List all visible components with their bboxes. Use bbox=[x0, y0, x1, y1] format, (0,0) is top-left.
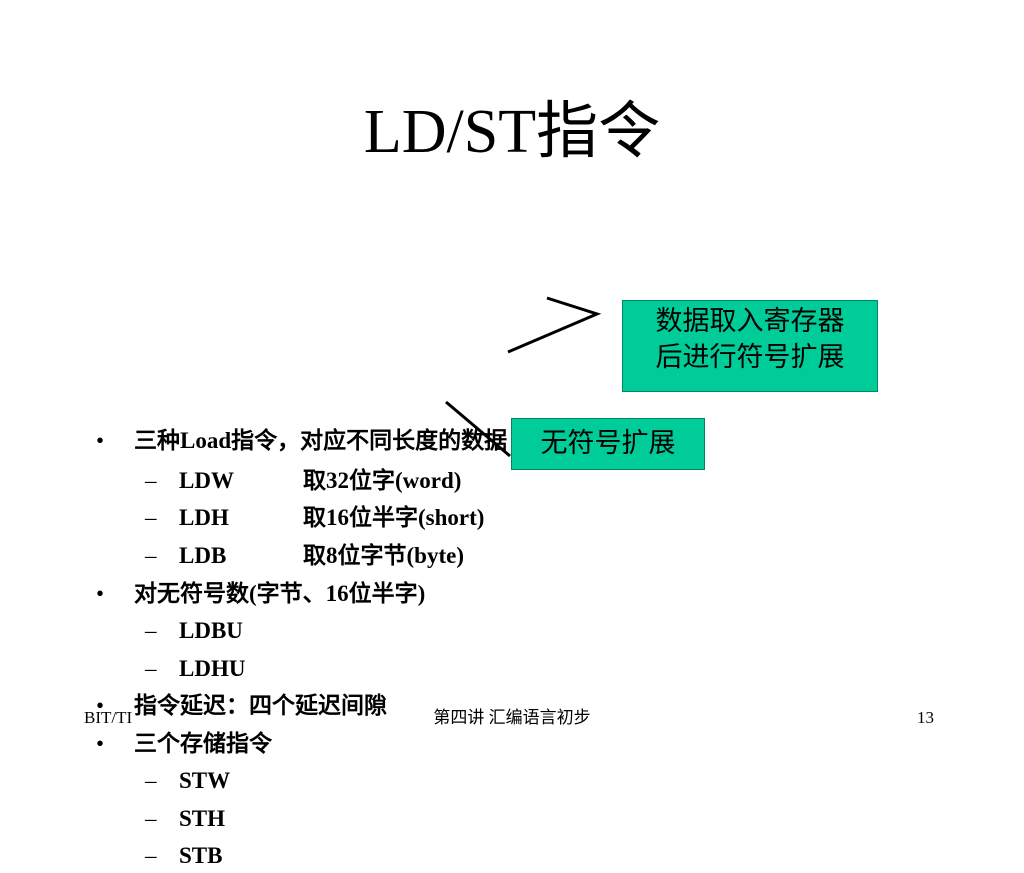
instruction-code: LDBU bbox=[179, 618, 243, 643]
bullet-marker: • bbox=[96, 581, 105, 606]
sub-item-ldb: –LDB 取8位字节(byte) bbox=[145, 539, 464, 573]
footer-center-text: 第四讲 汇编语言初步 bbox=[433, 708, 591, 727]
bullet-marker: • bbox=[96, 428, 105, 453]
instruction-code: STH bbox=[179, 806, 226, 831]
callout-line: 后进行符号扩展 bbox=[655, 342, 845, 372]
sub-item-stb: –STB bbox=[145, 839, 222, 873]
dash-marker: – bbox=[145, 768, 157, 793]
dash-marker: – bbox=[145, 468, 157, 493]
instruction-code: LDB bbox=[179, 543, 227, 568]
dash-marker: – bbox=[145, 543, 157, 568]
bullet-marker: • bbox=[96, 731, 105, 756]
instruction-desc: 取8位字节(byte) bbox=[303, 543, 464, 568]
bullet-text: 三个存储指令 bbox=[134, 731, 272, 756]
instruction-desc: 取16位半字(short) bbox=[303, 505, 485, 530]
sub-item-ldbu: –LDBU bbox=[145, 614, 243, 648]
connector-lines bbox=[445, 296, 602, 458]
bullet-text: 对无符号数(字节、16位半字) bbox=[134, 581, 426, 606]
dash-marker: – bbox=[145, 656, 157, 681]
bullet-item: • 指令延迟：四个延迟间隙 bbox=[96, 689, 387, 723]
sub-item-ldhu: –LDHU bbox=[145, 652, 245, 686]
callout-zero-extension: 无符号扩展 bbox=[511, 418, 705, 470]
bullet-marker: • bbox=[96, 693, 105, 718]
bullet-item: • 对无符号数(字节、16位半字) bbox=[96, 577, 425, 611]
instruction-desc: 取32位字(word) bbox=[303, 468, 462, 493]
dash-marker: – bbox=[145, 843, 157, 868]
page-number: 13 bbox=[917, 708, 934, 727]
dash-marker: – bbox=[145, 806, 157, 831]
callout-line: 数据取入寄存器 bbox=[655, 306, 845, 336]
dash-marker: – bbox=[145, 618, 157, 643]
instruction-code: LDH bbox=[179, 505, 229, 530]
sub-item-ldh: –LDH 取16位半字(short) bbox=[145, 501, 484, 535]
instruction-code: LDW bbox=[179, 468, 234, 493]
instruction-code: STW bbox=[179, 768, 231, 793]
instruction-code: STB bbox=[179, 843, 223, 868]
callout-sign-extension: 数据取入寄存器 后进行符号扩展 bbox=[622, 300, 878, 392]
footer-left-text: BIT/TI bbox=[84, 708, 133, 727]
bullet-item: • 三个存储指令 bbox=[96, 727, 272, 761]
slide-title: LD/ST指令 bbox=[363, 98, 661, 166]
instruction-code: LDHU bbox=[179, 656, 246, 681]
sub-item-ldw: –LDW 取32位字(word) bbox=[145, 464, 461, 498]
bracket-connector bbox=[507, 296, 602, 354]
bullet-text: 三种Load指令，对应不同长度的数据 bbox=[134, 428, 508, 453]
arrow-connector bbox=[445, 400, 511, 458]
sub-item-stw: –STW bbox=[145, 764, 230, 798]
dash-marker: – bbox=[145, 505, 157, 530]
bullet-item: • 三种Load指令，对应不同长度的数据 bbox=[96, 424, 507, 458]
sub-item-sth: –STH bbox=[145, 802, 225, 836]
bullet-text: 指令延迟：四个延迟间隙 bbox=[134, 693, 387, 718]
